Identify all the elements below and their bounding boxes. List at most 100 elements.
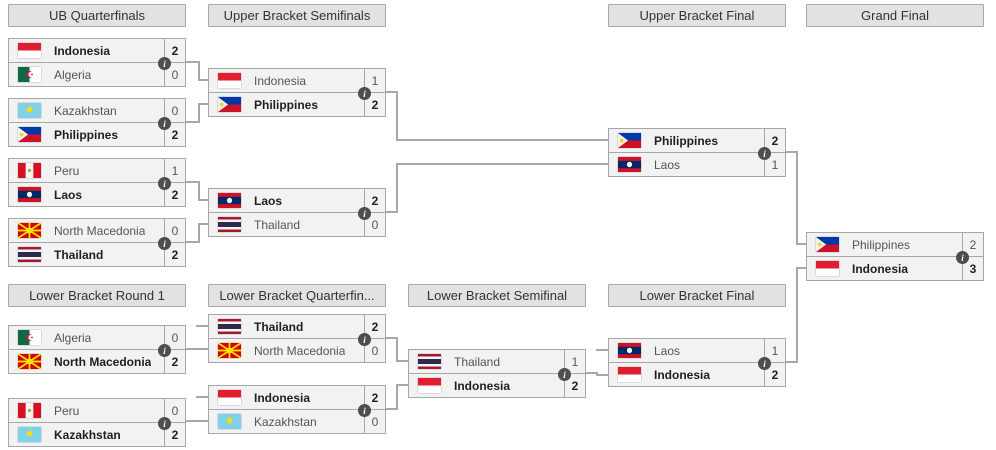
team-row[interactable]: North Macedonia 0 [9,219,185,242]
team-name: Laos [254,193,283,208]
bracket-connector-line [396,384,408,386]
team-row[interactable]: Indonesia 2 [9,39,185,62]
flag-laos-icon [18,187,41,202]
info-icon[interactable]: i [358,404,371,417]
info-icon[interactable]: i [758,357,771,370]
info-icon[interactable]: i [956,251,969,264]
flag-laos-icon [218,193,241,208]
team-name: Philippines [654,133,719,148]
team-score: 0 [364,339,385,362]
info-icon[interactable]: i [758,147,771,160]
team-row[interactable]: Laos 2 [9,182,185,206]
info-icon[interactable]: i [558,368,571,381]
flag-kazakhstan-icon [18,103,41,118]
team-name: Philippines [852,237,911,252]
team-row[interactable]: Laos 1 [609,339,785,362]
info-icon[interactable]: i [158,177,171,190]
team-name: Kazakhstan [254,414,317,429]
team-row[interactable]: Algeria 0 [9,62,185,86]
team-row[interactable]: Indonesia 1 [209,69,385,92]
flag-kazakhstan-icon [218,414,241,429]
team-row[interactable]: Indonesia 2 [209,386,385,409]
info-icon[interactable]: i [158,237,171,250]
team-score: 2 [364,189,385,212]
team-row[interactable]: Kazakhstan 2 [9,422,185,446]
bracket-connector-line [786,151,798,153]
flag-indonesia-icon [816,261,839,276]
match-lb-semifinal: Thailand 1 Indonesia 2 i [408,349,586,398]
team-score: 2 [764,129,785,152]
team-row[interactable]: Indonesia 2 [609,362,785,386]
info-icon[interactable]: i [358,207,371,220]
team-score: 2 [164,183,185,206]
team-score: 2 [164,423,185,446]
team-row[interactable]: Thailand 2 [9,242,185,266]
team-score: 0 [164,399,185,422]
flag-indonesia-icon [618,367,641,382]
team-score: 0 [364,213,385,236]
team-row[interactable]: Thailand 1 [409,350,585,373]
team-row[interactable]: Thailand 2 [209,315,385,338]
flag-indonesia-icon [218,390,241,405]
team-row[interactable]: Indonesia 2 [409,373,585,397]
team-score: 2 [364,315,385,338]
info-icon[interactable]: i [158,417,171,430]
team-name: Peru [54,403,80,418]
team-row[interactable]: Philippines 2 [209,92,385,116]
team-row[interactable]: North Macedonia 2 [9,349,185,373]
team-row[interactable]: Algeria 0 [9,326,185,349]
header-lower-bracket-semifinal: Lower Bracket Semifinal [408,284,586,307]
team-score: 2 [364,386,385,409]
header-ub-quarterfinals: UB Quarterfinals [8,4,186,27]
flag-philippines-icon [618,133,641,148]
header-lower-bracket-final: Lower Bracket Final [608,284,786,307]
team-score: 1 [564,350,585,373]
team-name: Kazakhstan [54,103,117,118]
bracket-connector-line [196,396,208,398]
info-icon[interactable]: i [358,333,371,346]
team-row[interactable]: Philippines 2 [9,122,185,146]
bracket-connector-line [198,61,200,81]
team-name: Thailand [454,354,501,369]
header-grand-final: Grand Final [806,4,984,27]
info-icon[interactable]: i [358,87,371,100]
bracket-connector-line [386,211,398,213]
team-row[interactable]: Laos 2 [209,189,385,212]
match-upper-bracket-final: Philippines 2 Laos 1 i [608,128,786,177]
team-row[interactable]: Philippines 2 [609,129,785,152]
team-row[interactable]: Kazakhstan 0 [209,409,385,433]
bracket-connector-line [196,325,208,327]
info-icon[interactable]: i [158,344,171,357]
bracket-connector-line [596,374,608,376]
match-lb-quarterfinal-2: Indonesia 2 Kazakhstan 0 i [208,385,386,434]
team-row[interactable]: Laos 1 [609,152,785,176]
bracket-connector-line [796,267,798,363]
flag-thailand-icon [418,354,441,369]
bracket-connector-line [186,61,200,63]
flag-indonesia-icon [218,73,241,88]
bracket-connector-line [596,349,608,351]
info-icon[interactable]: i [158,117,171,130]
team-score: 2 [164,350,185,373]
team-row[interactable]: Philippines 2 [807,233,983,256]
team-row[interactable]: Kazakhstan 0 [9,99,185,122]
header-lower-bracket-round-1: Lower Bracket Round 1 [8,284,186,307]
header-upper-bracket-semifinals: Upper Bracket Semifinals [208,4,386,27]
flag-peru-icon [18,163,41,178]
team-row[interactable]: North Macedonia 0 [209,338,385,362]
team-row[interactable]: Peru 0 [9,399,185,422]
team-name: Algeria [54,67,92,82]
team-row[interactable]: Thailand 0 [209,212,385,236]
info-icon[interactable]: i [158,57,171,70]
team-row[interactable]: Indonesia 3 [807,256,983,280]
flag-north-macedonia-icon [18,354,41,369]
team-name: Laos [654,343,681,358]
team-name: North Macedonia [54,354,152,369]
flag-peru-icon [18,403,41,418]
team-score: 0 [164,99,185,122]
team-row[interactable]: Peru 1 [9,159,185,182]
bracket-connector-line [786,361,798,363]
team-name: Peru [54,163,80,178]
bracket-connector-line [796,243,806,245]
team-name: Algeria [54,330,92,345]
